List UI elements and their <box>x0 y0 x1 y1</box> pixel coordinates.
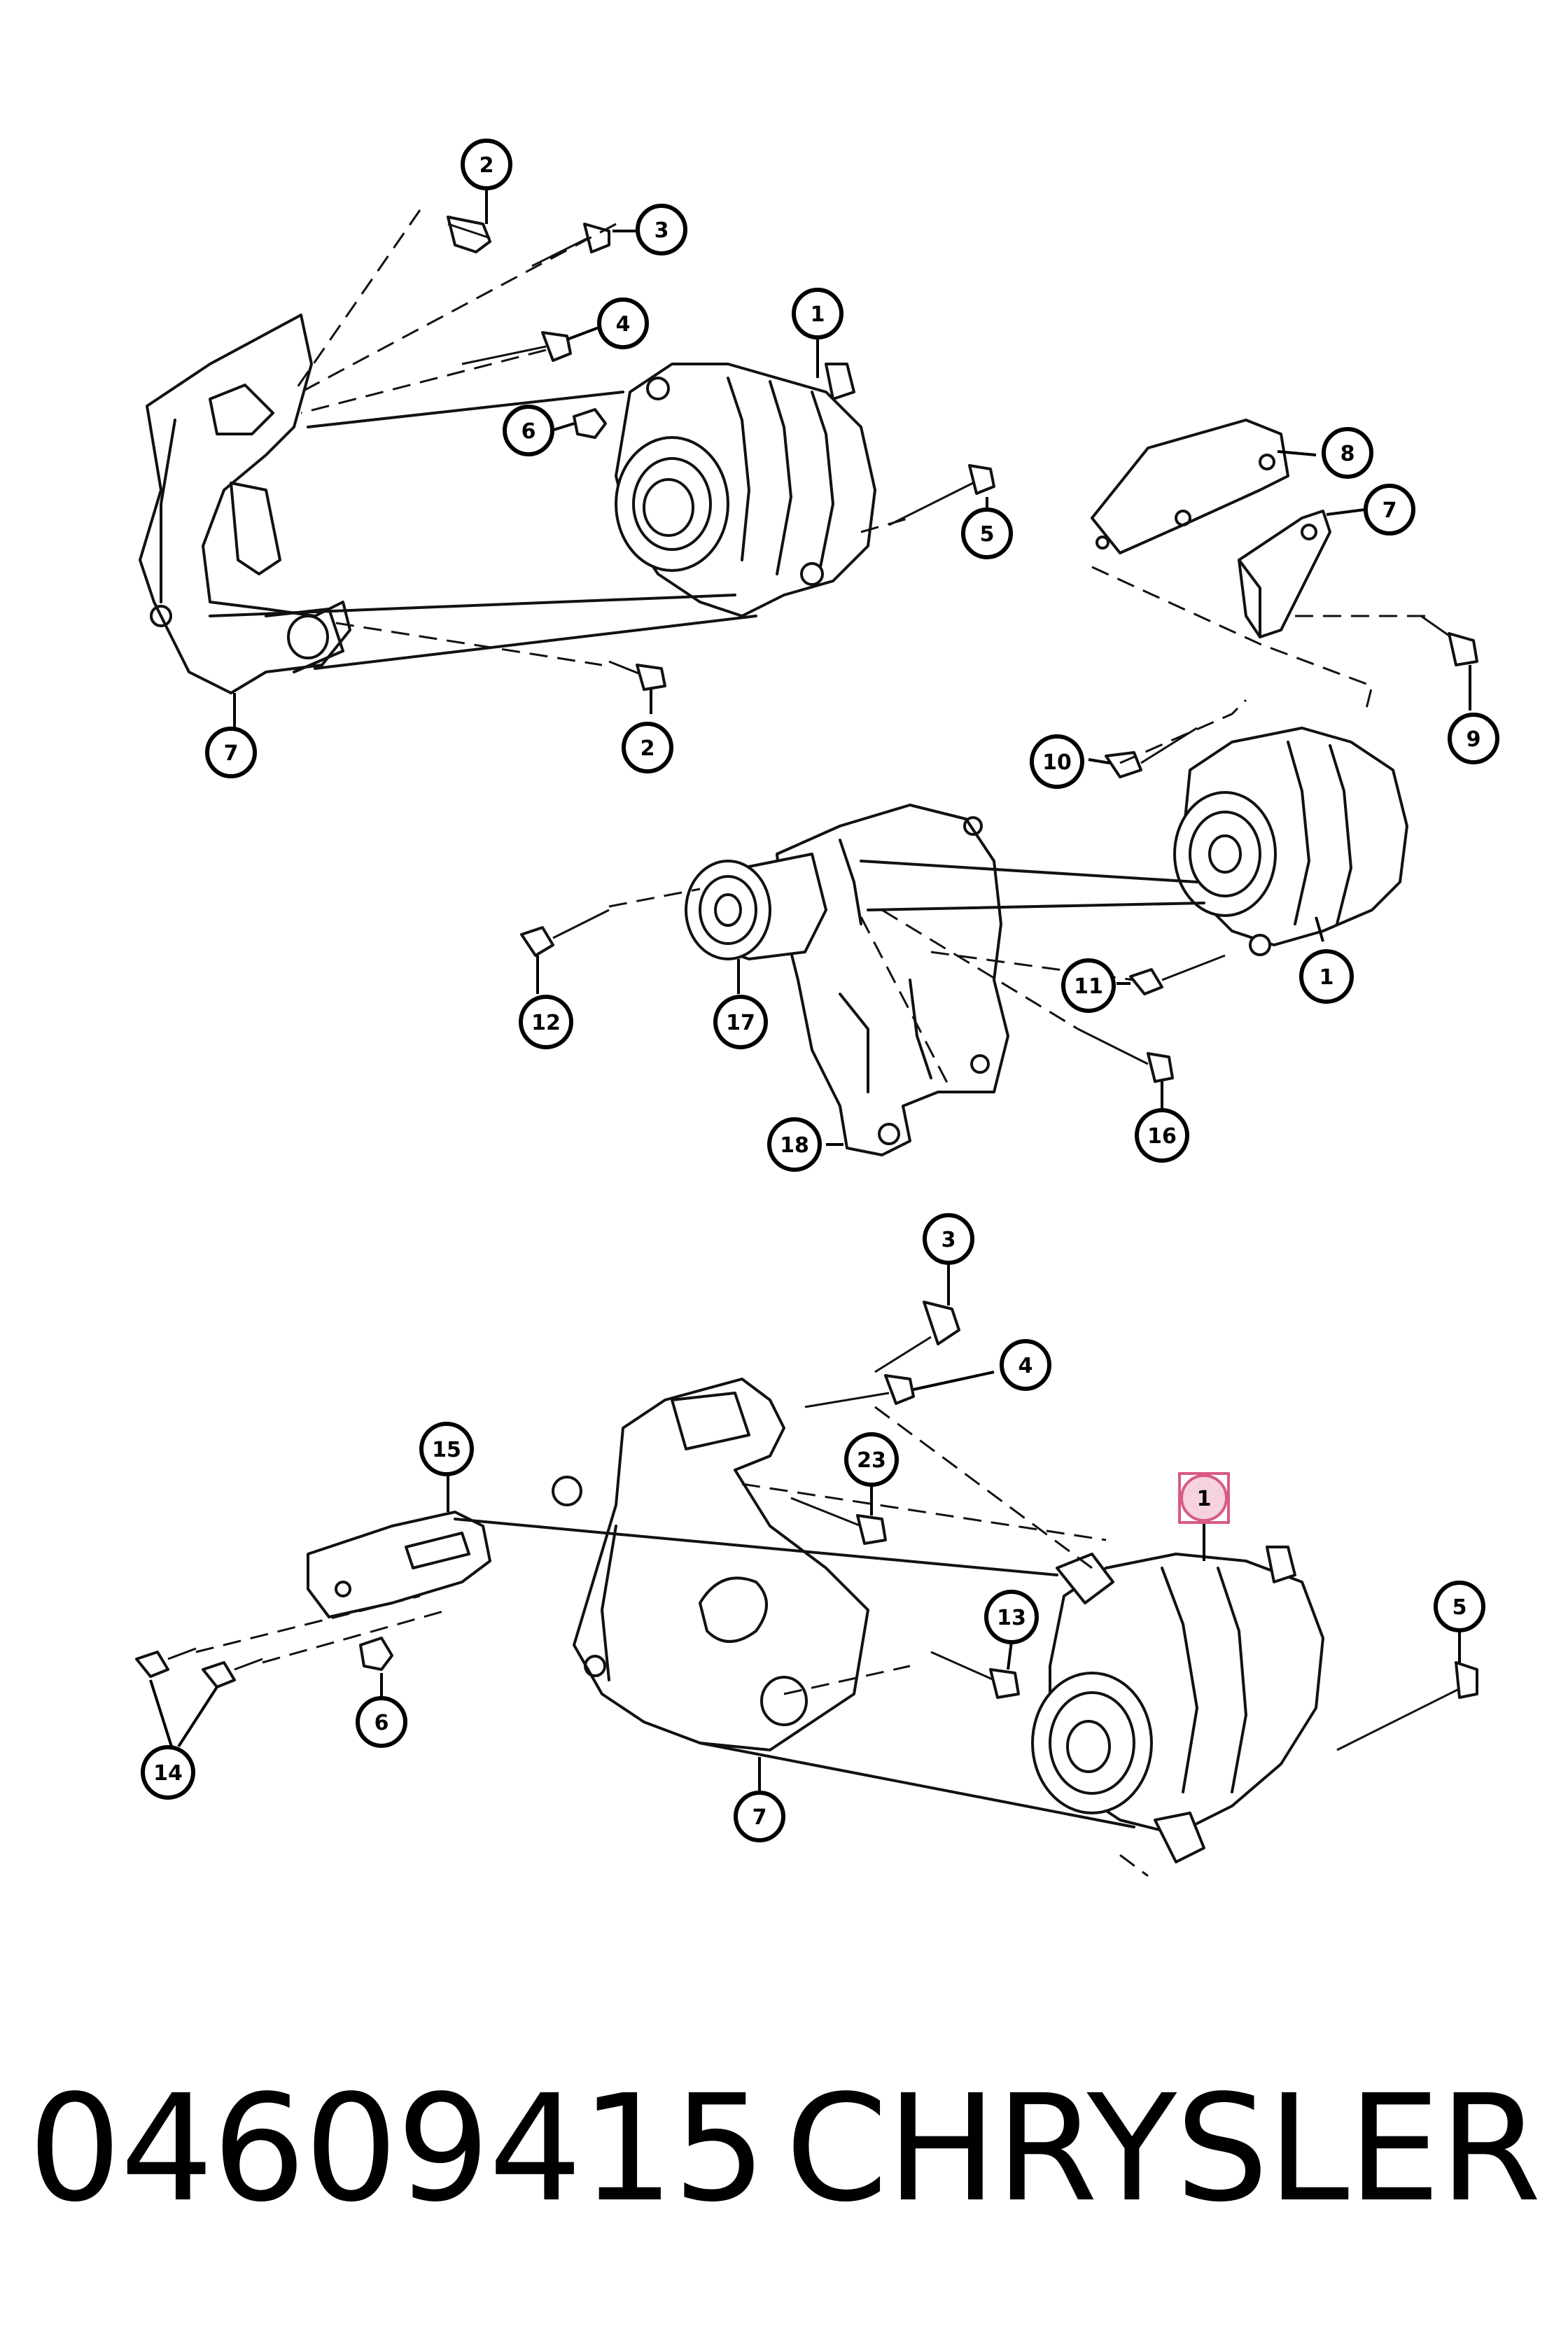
link-bracket-15 <box>307 1511 491 1618</box>
callout-label: 6 <box>374 1711 389 1735</box>
support-bracket-18 <box>776 804 1009 1156</box>
callout-label: 1 <box>1320 965 1334 990</box>
callout-label: 5 <box>980 522 995 547</box>
bolt-16 <box>1077 1028 1174 1083</box>
callout-7-b: 7 <box>1364 484 1415 536</box>
part-number: 04609415 <box>28 2063 766 2234</box>
callout-label: 1 <box>811 302 825 327</box>
callout-label: 14 <box>153 1761 183 1786</box>
alternator-bottom <box>1031 1546 1324 1863</box>
callout-label: 7 <box>1382 498 1397 523</box>
assembly-bottom <box>135 1301 1478 1877</box>
bolt-12 <box>520 909 610 957</box>
callout-15: 15 <box>419 1422 474 1476</box>
callout-17: 17 <box>713 995 768 1049</box>
callout-2-a: 2 <box>461 139 512 190</box>
callout-label: 9 <box>1466 727 1481 752</box>
nut-6-bottom <box>359 1637 393 1671</box>
callout-4-a: 4 <box>597 298 649 349</box>
callout-label: 12 <box>531 1011 561 1035</box>
callout-5-b: 5 <box>1434 1581 1485 1632</box>
bolt-3-top <box>531 223 610 267</box>
assembly-top-left <box>139 209 995 694</box>
callouts: 2 3 4 1 6 5 7 2 8 7 9 10 12 17 11 1 18 1… <box>141 139 1499 1842</box>
callout-11: 11 <box>1061 958 1116 1013</box>
part-caption: 04609415 CHRYSLER <box>28 2044 1541 2254</box>
callout-label: 4 <box>616 312 631 337</box>
callout-label: 4 <box>1018 1354 1033 1378</box>
bolt-5-top <box>888 464 995 526</box>
callout-label: 17 <box>726 1011 755 1035</box>
mounting-bracket-top <box>139 314 351 694</box>
bolt-5-bottom <box>1336 1661 1478 1751</box>
assembly-middle <box>520 699 1408 1156</box>
bolt-2-top <box>447 216 491 253</box>
bolt-4-bottom <box>804 1374 915 1408</box>
callout-10: 10 <box>1030 734 1084 789</box>
callout-3-a: 3 <box>636 204 687 255</box>
bolt-11 <box>1129 954 1226 995</box>
callout-label: 3 <box>654 218 669 243</box>
callout-14: 14 <box>141 1745 195 1800</box>
brand-name: CHRYSLER <box>785 2063 1541 2234</box>
callout-13: 13 <box>984 1590 1039 1644</box>
alternator-top <box>615 363 876 617</box>
callout-label: 15 <box>432 1438 461 1462</box>
callout-label: 7 <box>224 741 239 766</box>
bolt-23 <box>790 1497 887 1545</box>
bolt-3-bottom <box>874 1301 960 1373</box>
callout-6-b: 6 <box>356 1696 407 1748</box>
callout-label: 6 <box>522 419 536 444</box>
callout-label: 1 <box>1197 1487 1212 1511</box>
bolts-14 <box>135 1647 263 1688</box>
bolt-9 <box>1420 615 1478 666</box>
callout-1-a: 1 <box>792 288 844 340</box>
nut-6-top <box>573 408 607 439</box>
callout-label: 23 <box>857 1448 886 1473</box>
tensioner-pulley-17 <box>685 853 827 960</box>
callout-label: 5 <box>1452 1595 1467 1620</box>
callout-label: 3 <box>941 1228 956 1252</box>
alternator-middle <box>1173 727 1408 956</box>
main-bracket-7 <box>552 1378 869 1751</box>
bracket-8 <box>1091 419 1289 554</box>
assembly-top-right <box>1091 419 1478 715</box>
callout-7-c: 7 <box>734 1791 785 1842</box>
callout-2-b: 2 <box>622 722 673 774</box>
callout-12: 12 <box>519 995 573 1049</box>
bolt-13 <box>930 1651 1020 1699</box>
callout-label: 16 <box>1147 1124 1177 1149</box>
callout-3-b: 3 <box>923 1213 974 1265</box>
bracket-7 <box>1238 510 1331 638</box>
callout-6-a: 6 <box>503 405 554 456</box>
bolt-4-top <box>461 331 572 365</box>
bolt-2-lower <box>608 660 666 691</box>
callout-5-a: 5 <box>961 507 1013 559</box>
callout-4-b: 4 <box>1000 1339 1051 1391</box>
callout-16: 16 <box>1135 1108 1189 1163</box>
callout-label: 11 <box>1074 974 1103 999</box>
callout-label: 8 <box>1340 442 1355 466</box>
callout-1-b: 1 <box>1299 949 1354 1004</box>
callout-label: 13 <box>997 1606 1026 1630</box>
callout-label: 2 <box>640 736 655 761</box>
callout-label: 2 <box>479 153 494 178</box>
callout-18: 18 <box>767 1117 822 1172</box>
callout-23: 23 <box>844 1432 899 1487</box>
callout-8: 8 <box>1322 427 1373 479</box>
callout-label: 18 <box>780 1133 809 1158</box>
callout-1-highlight: 1 <box>1178 1472 1230 1524</box>
callout-9: 9 <box>1448 713 1499 764</box>
callout-label: 7 <box>752 1805 767 1830</box>
callout-7-a: 7 <box>205 727 257 778</box>
callout-label: 10 <box>1042 750 1072 775</box>
